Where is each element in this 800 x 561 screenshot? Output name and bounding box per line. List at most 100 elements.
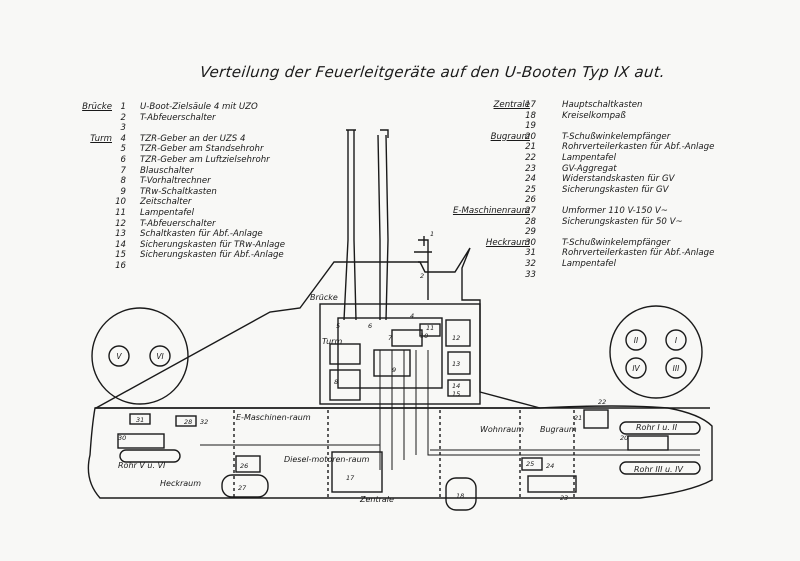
tube-rohr-3-4 <box>619 461 701 475</box>
legend-text: Sicherungskasten für 50 V~ <box>562 216 683 227</box>
legend-text: TZR-Geber am Luftzielsehrohr <box>140 154 270 165</box>
num-18: 18 <box>456 492 464 500</box>
legend-number: 19 <box>525 121 536 132</box>
legend-text: T-Abfeuerschalter <box>140 218 216 229</box>
legend-row: 31 Rohrverteilerkasten für Abf.-Anlage <box>440 248 770 259</box>
legend-number: 30 <box>525 237 536 248</box>
legend-number: 15 <box>115 250 126 261</box>
legend-number: 28 <box>525 216 536 227</box>
legend-text: Rohrverteilerkasten für Abf.-Anlage <box>562 142 715 153</box>
num-4: 4 <box>410 312 414 320</box>
legend-row: 21 Rohrverteilerkasten für Abf.-Anlage <box>440 142 770 153</box>
hull-outline <box>87 405 713 499</box>
legend-row: 29 <box>440 227 770 238</box>
legend-text: Zeitschalter <box>140 197 192 208</box>
num-31: 31 <box>136 416 144 424</box>
num-14: 14 <box>452 382 460 390</box>
legend-number: 6 <box>120 154 126 165</box>
legend-number: 32 <box>525 258 536 269</box>
legend-text: TRw-Schaltkasten <box>140 186 217 197</box>
legend-number: 13 <box>115 229 126 240</box>
num-24: 24 <box>546 462 554 470</box>
legend-section: Zentrale <box>493 100 530 110</box>
num-26: 26 <box>240 462 248 470</box>
legend-number: 17 <box>525 100 536 110</box>
tube-mark-vi: VI <box>156 352 164 361</box>
legend-number: 9 <box>120 186 126 197</box>
num-8: 8 <box>334 378 338 386</box>
legend-number: 10 <box>115 197 126 208</box>
legend-section: Bugraum <box>490 131 530 142</box>
legend-row: 33 <box>440 270 770 281</box>
num-9: 9 <box>392 366 396 374</box>
num-27: 27 <box>238 484 247 492</box>
legend-number: 3 <box>120 123 126 134</box>
legend-number: 31 <box>525 248 536 259</box>
legend-text: Lampentafel <box>562 258 616 269</box>
label-rohr-3-4: Rohr III u. IV <box>634 465 683 474</box>
num-2: 2 <box>420 272 424 280</box>
legend-number: 25 <box>525 184 536 195</box>
legend-text: T-Schußwinkelempfänger <box>562 237 671 248</box>
tube-mark-iv: IV <box>632 364 640 373</box>
num-12: 12 <box>452 334 460 342</box>
legend-row: 5 TZR-Geber am Standsehrohr <box>84 144 414 155</box>
legend-row: 15 Sicherungskasten für Abf.-Anlage <box>84 250 414 261</box>
legend-text: TZR-Geber am Standsehrohr <box>140 144 264 155</box>
num-17: 17 <box>346 474 355 482</box>
legend-text: Sicherungskasten für Abf.-Anlage <box>140 250 284 261</box>
legend-row: 6 TZR-Geber am Luftzielsehrohr <box>84 155 414 166</box>
legend-text: TZR-Geber an der UZS 4 <box>140 133 246 144</box>
label-bugraum: Bugraum <box>540 425 577 434</box>
periscope-attack <box>343 129 357 321</box>
legend-number: 24 <box>525 174 536 185</box>
legend-number: 12 <box>115 218 126 229</box>
legend-text: Hauptschaltkasten <box>562 100 643 110</box>
legend-number: 33 <box>525 269 536 280</box>
label-bruecke: Brücke <box>310 293 338 302</box>
legend-number: 5 <box>120 144 126 155</box>
uzo-column <box>414 236 432 300</box>
periscope-sky <box>377 129 389 321</box>
num-30: 30 <box>118 434 126 442</box>
legend-number: 21 <box>525 142 536 153</box>
tube-mark-i: I <box>675 336 678 345</box>
legend-text: Rohrverteilerkasten für Abf.-Anlage <box>562 248 715 259</box>
label-e-maschinenraum: E-Maschinen-raum <box>236 413 311 422</box>
legend-number: 23 <box>525 163 536 174</box>
legend-number: 4 <box>120 133 126 144</box>
label-heckraum: Heckraum <box>160 479 201 488</box>
legend-number: 2 <box>120 112 126 123</box>
hauptschaltkasten <box>331 451 383 493</box>
legend-number: 29 <box>525 227 536 238</box>
label-zentrale: Zentrale <box>359 495 394 504</box>
num-25: 25 <box>526 460 534 468</box>
legend-text: Schaltkasten für Abf.-Anlage <box>140 229 263 240</box>
legend-row: 10 Zeitschalter <box>84 197 414 208</box>
legend-text: Umformer 110 V-150 V~ <box>562 205 668 216</box>
legend-row: 13 Schaltkasten für Abf.-Anlage <box>84 229 414 240</box>
label-turm: Turm <box>322 337 342 346</box>
kreiselkompass <box>445 477 477 511</box>
legend-number: 26 <box>525 195 536 206</box>
tube-mark-v: V <box>116 352 122 361</box>
legend-section: E-Maschinenraum <box>452 205 530 216</box>
tube-rohr-5-6 <box>119 449 181 463</box>
legend-row: 32 Lampentafel <box>440 259 770 270</box>
tube-mark-ii: II <box>634 336 639 345</box>
legend-number: 1 <box>120 102 126 112</box>
legend-number: 27 <box>525 205 536 216</box>
num-7: 7 <box>388 334 393 342</box>
legend-text: T-Schußwinkelempfänger <box>562 131 671 142</box>
legend-section: Heckraum <box>485 237 530 248</box>
